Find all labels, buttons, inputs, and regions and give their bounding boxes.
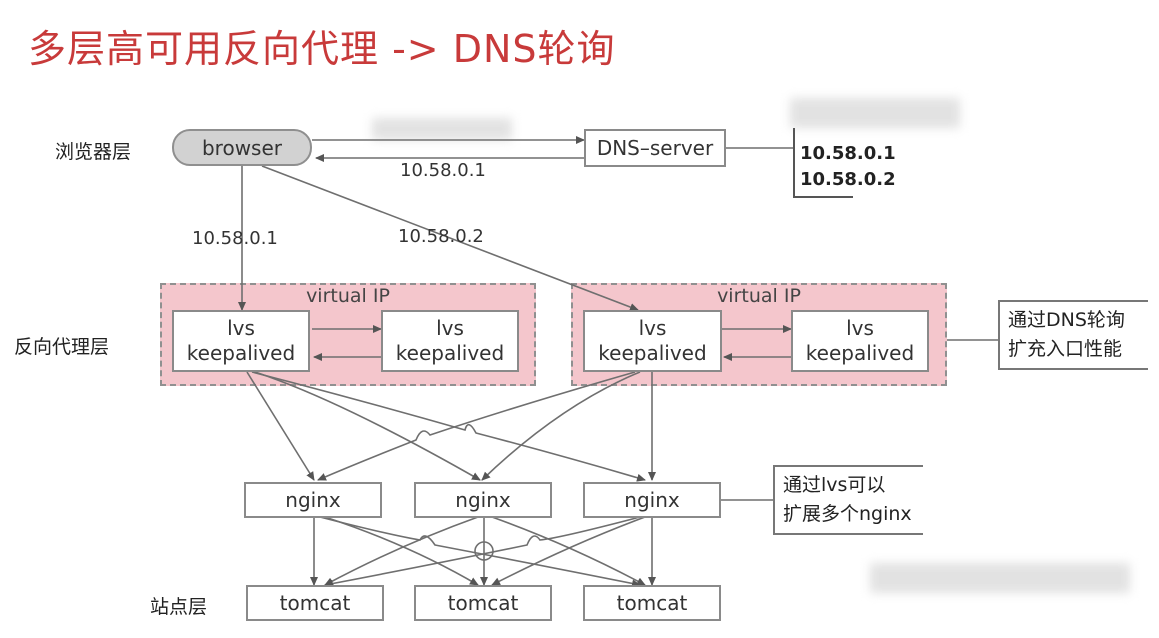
lvs-label: lvs: [638, 316, 667, 340]
tomcat-node: tomcat: [414, 585, 552, 621]
edge-lvs-nginx: [481, 371, 641, 481]
layer-label-proxy: 反向代理层: [14, 336, 110, 358]
tomcat-node: tomcat: [583, 585, 721, 621]
note-line: 扩展多个nginx: [783, 502, 912, 525]
keepalived-label: keepalived: [395, 341, 505, 365]
layer-label-browser: 浏览器层: [55, 141, 132, 163]
edge-nginx-tomcat: [491, 516, 646, 586]
ip-label-left-path: 10.58.0.1: [192, 228, 278, 249]
lvs-label: lvs: [227, 316, 255, 340]
edge-nginx-tomcat: [324, 516, 479, 586]
dns-server-node: DNS–server: [584, 129, 726, 167]
note-line: 扩充入口性能: [1008, 337, 1123, 360]
keepalived-label: keepalived: [186, 341, 296, 365]
note-dns-round-robin: 通过DNS轮询 扩充入口性能: [998, 300, 1148, 370]
keepalived-label: keepalived: [598, 341, 707, 365]
dns-ip-list: 10.58.0.1 10.58.0.2: [800, 141, 896, 193]
lvs-keepalived-node: lvs keepalived: [791, 310, 929, 372]
virtual-ip-label: virtual IP: [306, 285, 390, 307]
tomcat-node: tomcat: [246, 585, 384, 621]
nginx-node: nginx: [244, 482, 382, 518]
note-line: 通过lvs可以: [783, 474, 886, 496]
browser-node: browser: [172, 129, 312, 166]
lvs-keepalived-node: lvs keepalived: [583, 310, 722, 372]
dns-ip-list-bracket: [793, 128, 853, 198]
blurred-region: [372, 118, 512, 140]
nginx-node: nginx: [583, 482, 721, 518]
edge-nginx-tomcat: [324, 516, 641, 588]
keepalived-label: keepalived: [805, 341, 915, 365]
dns-ip-entry: 10.58.0.2: [800, 169, 896, 191]
lvs-label: lvs: [436, 316, 464, 340]
note-line: 通过DNS轮询: [1008, 309, 1125, 331]
edge-nginx-tomcat: [491, 516, 646, 586]
edge-lvs-nginx: [246, 371, 315, 481]
edge-crossing: [474, 541, 494, 561]
dns-ip-entry: 10.58.0.1: [800, 143, 896, 164]
ip-label-dns-return: 10.58.0.1: [400, 160, 486, 181]
edge-lvs-nginx: [254, 371, 481, 481]
edge-browser-lvs-right: [261, 165, 639, 311]
edge-lvs-nginx: [251, 371, 646, 482]
lvs-keepalived-node: lvs keepalived: [172, 310, 310, 372]
lvs-keepalived-node: lvs keepalived: [381, 310, 519, 372]
note-lvs-extend: 通过lvs可以 扩展多个nginx: [773, 465, 923, 535]
layer-label-site: 站点层: [150, 596, 208, 618]
edge-nginx-tomcat: [324, 516, 479, 586]
lvs-label: lvs: [846, 316, 874, 340]
page-title: 多层高可用反向代理 -> DNS轮询: [28, 27, 616, 71]
edge-nginx-tomcat: [319, 516, 641, 588]
blurred-region: [790, 98, 960, 128]
edge-lvs-nginx: [317, 371, 636, 481]
nginx-node: nginx: [414, 482, 552, 518]
blurred-region: [870, 563, 1130, 593]
virtual-ip-label: virtual IP: [717, 285, 801, 307]
ip-label-right-path: 10.58.0.2: [398, 226, 484, 247]
